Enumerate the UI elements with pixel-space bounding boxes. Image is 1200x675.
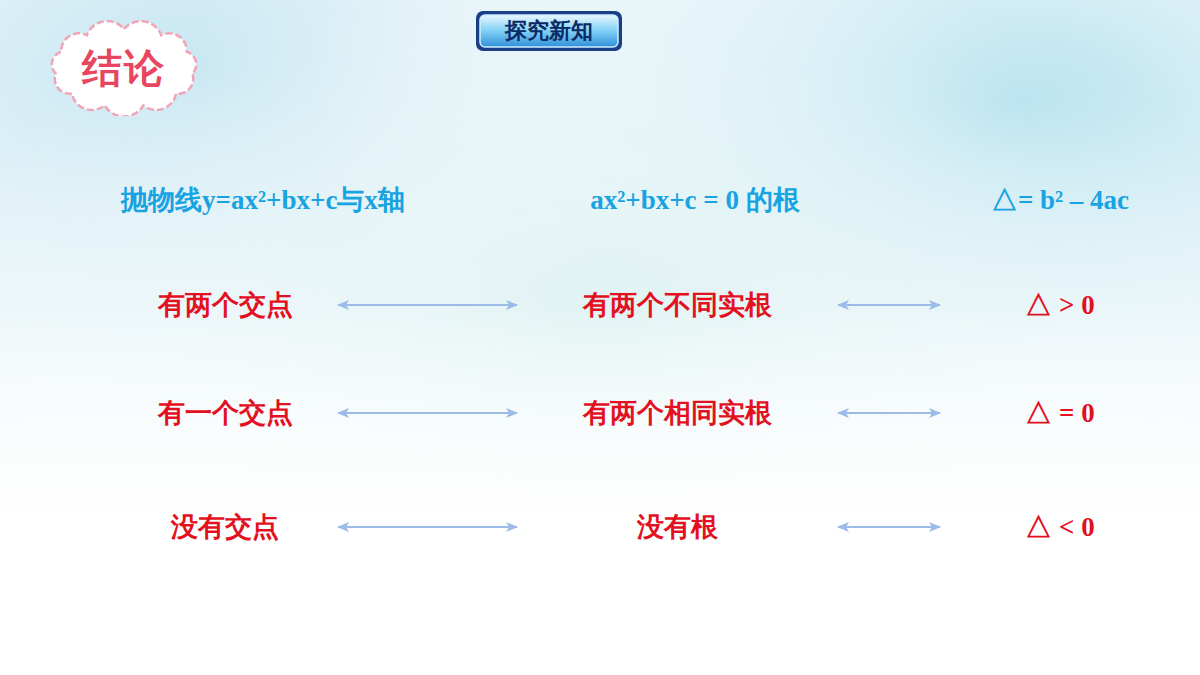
concept-cell: 有两个相同实根 [525,391,830,435]
cloud-outline [52,21,196,116]
column-header: 抛物线y=ax²+bx+c与x轴 [88,182,438,218]
cell-text: △ = 0 [1025,395,1094,431]
double-arrow [338,304,517,306]
cell-text: 有两个相同实根 [583,395,772,431]
double-arrow [838,304,940,306]
concept-cell: △ > 0 [948,283,1172,327]
badge-frame [476,11,622,51]
concept-cell: △ < 0 [948,505,1172,549]
concept-cell: 有两个不同实根 [525,283,830,327]
double-arrow [338,412,517,414]
badge-text: 探究新知 [505,16,593,46]
double-arrow [338,526,517,528]
concept-cell: 没有交点 [120,505,330,549]
cell-text: 有一个交点 [158,395,293,431]
concept-cell: 有两个交点 [120,283,330,327]
section-badge: 探究新知 [474,9,624,53]
concept-cell: △ = 0 [948,391,1172,435]
cell-text: 没有交点 [171,509,279,545]
cell-text: 没有根 [637,509,718,545]
cell-text: 有两个不同实根 [583,287,772,323]
heading-text: 结论 [82,41,166,96]
double-arrow [838,526,940,528]
heading-cloud: 结论 [46,20,202,116]
cell-text: △ < 0 [1025,509,1094,545]
cell-text: △ > 0 [1025,287,1094,323]
concept-cell: 有一个交点 [120,391,330,435]
column-header: △= b² – 4ac [940,182,1180,218]
badge-face [480,15,618,47]
cell-text: 有两个交点 [158,287,293,323]
column-header: ax²+bx+c = 0 的根 [520,182,870,218]
concept-cell: 没有根 [525,505,830,549]
double-arrow [838,412,940,414]
